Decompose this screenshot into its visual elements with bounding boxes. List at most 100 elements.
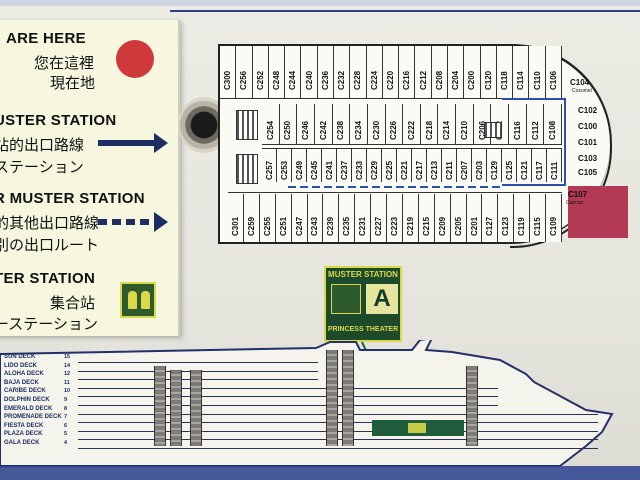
cabin [332, 104, 351, 144]
you-are-here-dot-icon [116, 40, 154, 78]
muster-venue: PRINCESS THEATER [327, 326, 399, 333]
cabin [307, 148, 322, 182]
cabin [337, 148, 352, 182]
cabin [301, 46, 318, 98]
stair-pillar [342, 350, 354, 446]
deck-name: LIDO DECK [4, 362, 37, 369]
deck-wall [262, 148, 562, 149]
cabin [487, 148, 502, 182]
cabin [387, 194, 403, 242]
deck-number: 12 [64, 371, 71, 378]
muster-letter: A [366, 284, 398, 314]
deck-number: 7 [64, 414, 68, 421]
deck-name: EMERALD DECK [4, 405, 53, 412]
muster-people-icon [120, 282, 156, 318]
cabin [339, 194, 356, 242]
bow-cabin-number: C104 [570, 78, 590, 87]
deck-line [78, 396, 498, 398]
muster-title: MUSTER STATION [328, 270, 398, 279]
cabin [262, 148, 277, 182]
cabin [314, 104, 333, 144]
deck-line [78, 422, 598, 424]
alt-route-ja: 別の出口ルート [0, 237, 100, 254]
cabin [279, 104, 298, 144]
muster-station-sign: MUSTER STATION A PRINCESS THEATER [324, 266, 402, 342]
cabin [350, 46, 367, 98]
cabin [457, 148, 472, 182]
cabin [514, 194, 531, 242]
cabin [243, 194, 260, 242]
cabin [323, 194, 340, 242]
bow-cabin-number: C101 [578, 138, 598, 147]
cabin [496, 46, 514, 98]
cabin [517, 148, 532, 182]
cabin [382, 148, 397, 182]
cabin [448, 46, 465, 98]
muster-station-ja: ーステーション [0, 316, 98, 333]
ship-silhouette [0, 340, 614, 467]
cabin [498, 194, 515, 242]
stairwell-icon [236, 110, 258, 140]
solid-arrow-icon [98, 133, 168, 153]
deck-number: 15 [64, 354, 71, 360]
cabin [403, 104, 421, 144]
route-label: USTER STATION [0, 112, 117, 129]
cabin [526, 104, 545, 144]
suite-highlight [568, 186, 628, 238]
cabin [268, 46, 286, 98]
cabin [297, 104, 315, 144]
you-are-here-label: ARE HERE [6, 30, 86, 47]
deck-number: 9 [64, 397, 68, 403]
cabin [431, 46, 448, 98]
cabin [228, 194, 244, 242]
cabin [382, 46, 400, 98]
cabin [438, 104, 457, 144]
deck-line [78, 387, 498, 389]
alt-route-label: R MUSTER STATION [0, 190, 145, 207]
deck-number: 10 [64, 388, 71, 395]
deck-name: ALOHA DECK [4, 371, 44, 378]
stair-pillar [326, 350, 338, 446]
cabin [509, 104, 527, 144]
cabin [307, 194, 324, 242]
you-are-here-ja: 現在地 [50, 75, 96, 92]
cabin [371, 194, 388, 242]
deck-name: CARIBE DECK [4, 388, 46, 395]
bow-suite-label: C107 [568, 190, 588, 199]
deck-number: 11 [64, 379, 70, 386]
exit-route-line [502, 98, 566, 186]
deck-wall [228, 192, 562, 193]
cabin [513, 46, 530, 98]
deck-name: BAJA DECK [4, 379, 39, 386]
deck-number: 8 [64, 405, 68, 412]
deck-line [78, 430, 598, 432]
cabin [420, 104, 439, 144]
cabin [434, 194, 451, 242]
deck-line [78, 405, 498, 406]
cabin [418, 194, 435, 242]
cabin [545, 46, 562, 98]
deck-name: GALA DECK [4, 440, 40, 446]
cabin [367, 148, 382, 182]
cabin [546, 194, 562, 242]
dashed-arrow-icon [98, 212, 168, 232]
deck-name: SUN DECK [4, 354, 36, 360]
cabin [529, 46, 546, 98]
legend-sign: ARE HERE 您在這裡 現在地 USTER STATION 站的出口路線 ス… [0, 20, 180, 336]
bow-cabin-number: C103 [578, 154, 598, 163]
stairwell-icon [484, 122, 502, 138]
cabin [399, 46, 416, 98]
deck-number: 14 [64, 362, 71, 369]
cabin [427, 148, 442, 182]
bow-cabin-number: C105 [578, 168, 598, 177]
muster-station-label: TER STATION [0, 270, 96, 287]
bow-suite-sublabel: Cancun [566, 200, 584, 206]
deck-number: 5 [64, 431, 68, 438]
cabin [352, 148, 367, 182]
cabin [236, 46, 253, 98]
cabin [450, 194, 467, 242]
deck-name: DOLPHIN DECK [4, 397, 50, 403]
stair-pillar [154, 366, 166, 446]
bow-cabin-number: C100 [578, 122, 598, 131]
